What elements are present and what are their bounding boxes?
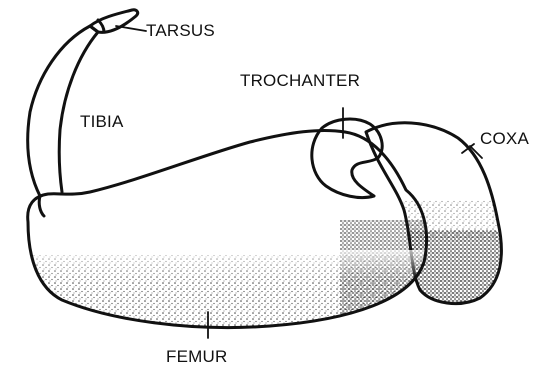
tarsus-label: TARSUS <box>146 21 215 40</box>
tibia-segment <box>28 26 98 196</box>
femur-label: FEMUR <box>166 347 227 366</box>
coxa-label: COXA <box>480 129 529 148</box>
trochanter-label: TROCHANTER <box>240 71 360 90</box>
tibia-label: TIBIA <box>80 112 124 131</box>
